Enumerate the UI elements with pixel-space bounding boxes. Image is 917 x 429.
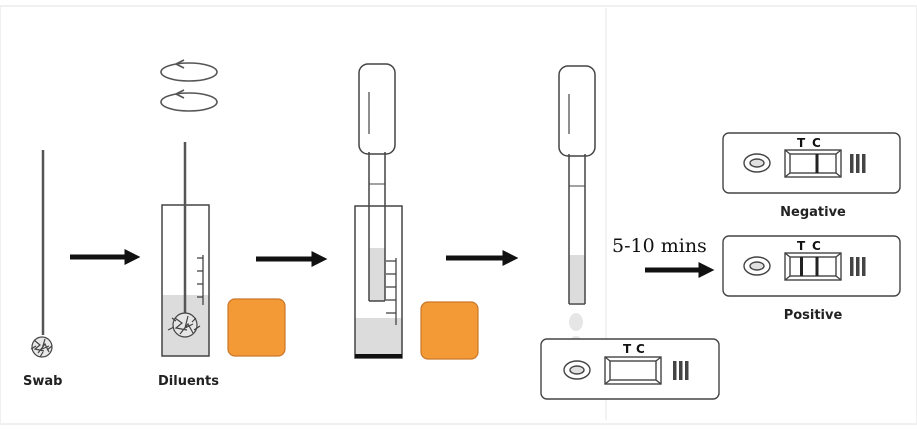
sample-liquid	[355, 318, 402, 355]
tube-with-dropper	[354, 63, 403, 359]
control-line	[815, 257, 819, 276]
test-line	[800, 257, 803, 276]
diluent-cap	[420, 301, 479, 360]
negative-c-label: C	[812, 136, 821, 150]
swab	[30, 150, 53, 358]
test-cassette-sample	[540, 338, 720, 400]
negative-cassette	[722, 132, 901, 194]
outer-frame	[0, 5, 917, 425]
diluents-label: Diluents	[158, 374, 219, 389]
positive-cassette	[722, 235, 901, 297]
swab-label: Swab	[23, 374, 62, 389]
positive-c-label: C	[812, 239, 821, 253]
tube-scale	[386, 258, 397, 325]
cassette-c-label: C	[636, 342, 645, 356]
positive-t-label: T	[797, 239, 806, 253]
cassette-t-label: T	[623, 342, 632, 356]
diluent-tube	[161, 142, 210, 357]
dropper-pipette	[358, 63, 396, 302]
control-line	[815, 154, 819, 173]
negative-t-label: T	[797, 136, 806, 150]
time-label: 5-10 mins	[612, 235, 707, 257]
dropper-liquid	[569, 255, 585, 303]
negative-label: Negative	[780, 205, 846, 220]
diluent-cap	[227, 298, 286, 357]
swab-tip	[30, 336, 53, 358]
tube-scale	[197, 255, 204, 305]
positive-label: Positive	[784, 308, 843, 323]
dropper-liquid	[369, 248, 385, 301]
swab-tip-in-tube	[167, 312, 201, 338]
dropper-pipette	[558, 65, 596, 305]
rotation-arrows-icon	[160, 59, 218, 112]
